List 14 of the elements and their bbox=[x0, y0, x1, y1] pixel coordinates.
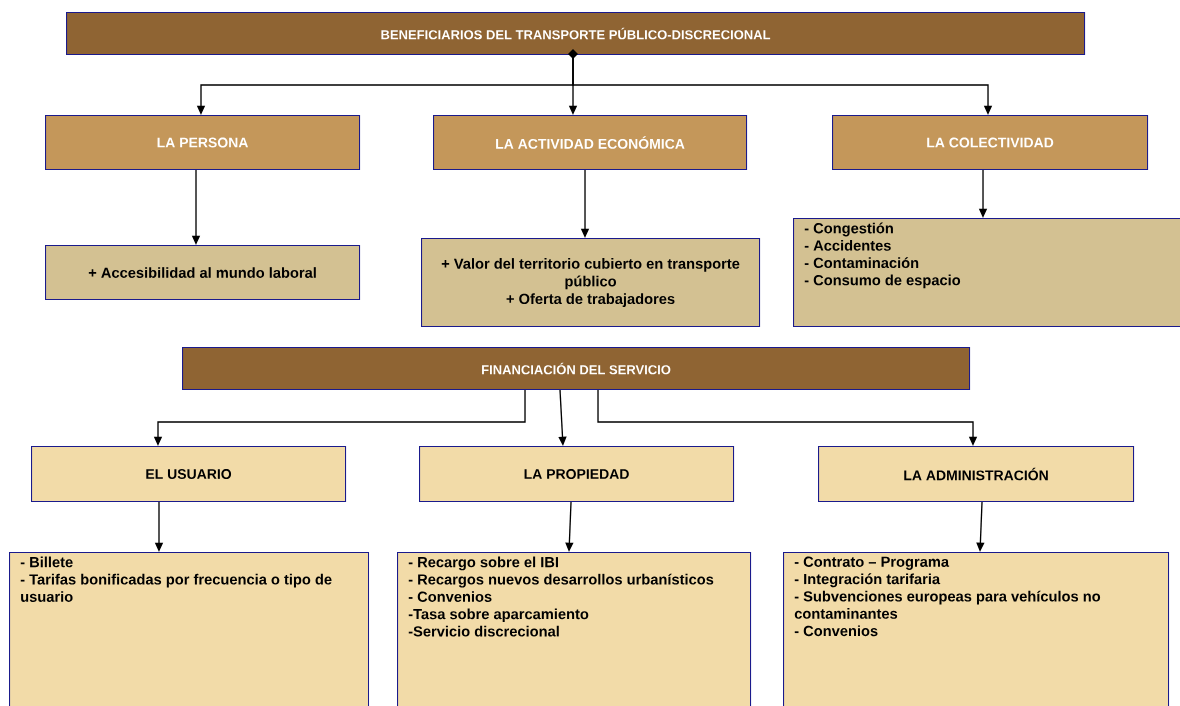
benefit-box: + Valor del territorio cubierto en transporte público + Oferta de trabajadores bbox=[421, 238, 761, 328]
benefit-box: + Accesibilidad al mundo laboral bbox=[45, 245, 361, 301]
category-box: LA ADMINISTRACIÓN bbox=[818, 446, 1135, 503]
category-box: EL USUARIO bbox=[31, 446, 347, 503]
list-box: - Recargo sobre el IBI - Recargos nuevos desarrollos urbanísticos - Convenios -Tasa sobre aparcamiento -Servicio discrecional bbox=[397, 552, 752, 706]
headline-box: FINANCIACIÓN DEL SERVICIO bbox=[182, 347, 971, 391]
list-box: - Billete - Tarifas bonificadas por frecuencia o tipo de usuario bbox=[9, 552, 370, 706]
category-box: LA COLECTIVIDAD bbox=[832, 115, 1149, 171]
category-box: LA PROPIEDAD bbox=[419, 446, 735, 503]
category-box: LA PERSONA bbox=[45, 115, 361, 171]
list-box: - Contrato – Programa - Integración tarifaria - Subvenciones europeas para vehículos no contaminantes - Convenios bbox=[783, 552, 1170, 706]
headline-box: BENEFICIARIOS DEL TRANSPORTE PÚBLICO-DISCRECIONAL bbox=[66, 12, 1086, 56]
category-box: LA ACTIVIDAD ECONÓMICA bbox=[433, 115, 748, 171]
benefit-box: - Congestión - Accidentes - Contaminación - Consumo de espacio bbox=[793, 218, 1180, 328]
